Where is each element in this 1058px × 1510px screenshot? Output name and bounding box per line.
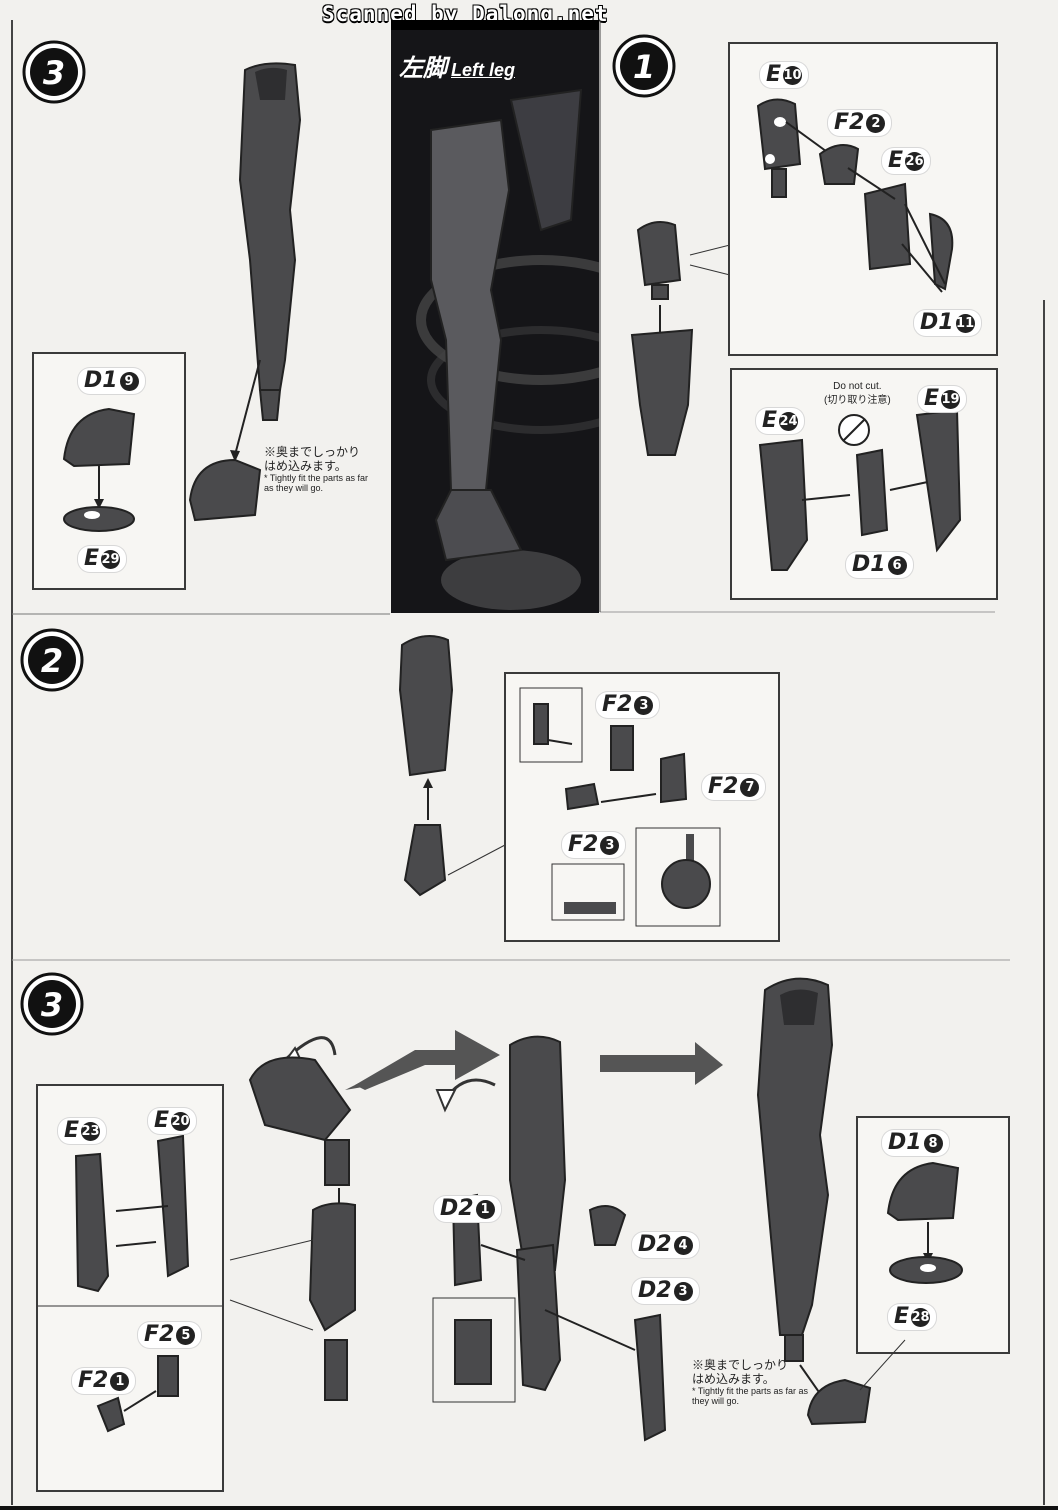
svg-text:2: 2 [41,642,63,680]
step-2-badge: 2 [20,628,84,692]
callout-line-bottom [859,1339,906,1391]
step3-shin-assembly [432,1035,723,1442]
step2-shin [398,635,506,897]
step1-knee-shin [630,220,730,456]
step3-foot [806,1378,872,1426]
big-arrow-1 [355,1030,500,1090]
top-arrow-foot [188,359,262,522]
step3-knee-assembly [229,1036,415,1401]
step-3-badge-top: 3 [22,40,86,104]
svg-text:1: 1 [633,48,655,86]
svg-text:3: 3 [43,54,65,92]
step-3-badge: 3 [20,972,84,1036]
step-1-badge: 1 [612,34,676,98]
step3-assembled-leg [756,977,834,1410]
hero-title-en: Left leg [451,60,516,80]
hero-title-jp: 左脚 [399,55,447,82]
do-not-cut-note: Do not cut. (切り取り注意) [824,381,891,406]
fit-note-top: ※奥までしっかり はめ込みます。 * Tightly fit the parts… [264,445,369,493]
fit-note-bottom: ※奥までしっかり はめ込みます。 * Tightly fit the parts… [692,1358,809,1406]
hero-leg-illustration [391,20,599,610]
assembled-leg-top [238,62,302,421]
svg-text:3: 3 [41,986,63,1024]
